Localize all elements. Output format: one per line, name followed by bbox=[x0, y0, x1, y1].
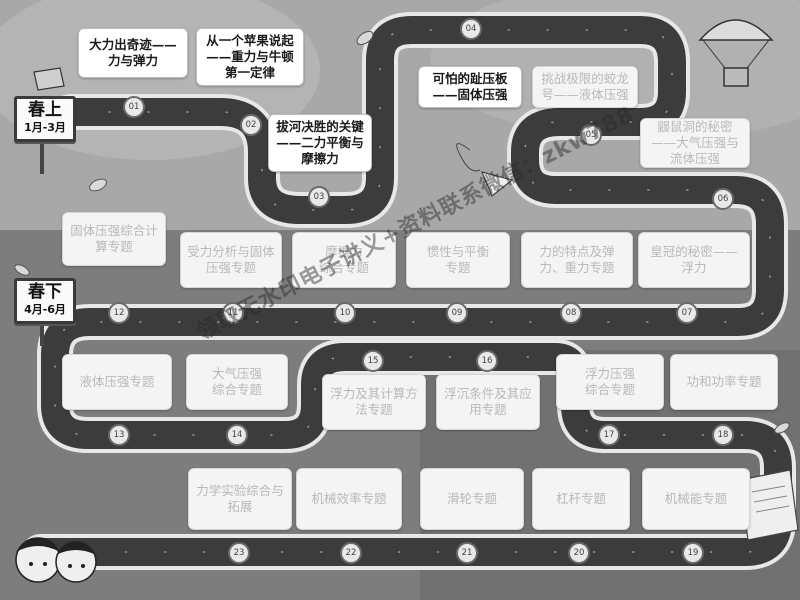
topic-card-08[interactable]: 力的特点及弹 力、重力专题 bbox=[521, 232, 633, 288]
topic-label: 杠杆专题 bbox=[555, 491, 606, 506]
topic-number-pin-03: 03 bbox=[308, 186, 330, 208]
topic-card-17[interactable]: 浮力压强 综合专题 bbox=[556, 354, 664, 410]
topic-card-16[interactable]: 浮沉条件及其应 用专题 bbox=[436, 374, 540, 430]
topic-card-21[interactable]: 滑轮专题 bbox=[420, 468, 524, 530]
leaf-icon bbox=[356, 30, 374, 46]
topic-label: 液体压强专题 bbox=[79, 374, 155, 389]
leaf-icon bbox=[14, 264, 30, 276]
topic-card-19[interactable]: 机械能专题 bbox=[642, 468, 750, 530]
topic-number-pin-07: 07 bbox=[676, 302, 698, 324]
topic-number-pin-13: 13 bbox=[108, 424, 130, 446]
season-range: 1月-3月 bbox=[24, 121, 66, 134]
parachute-icon bbox=[698, 19, 774, 87]
topic-label: 从一个苹果说起 ——重力与牛顿 第一定律 bbox=[206, 33, 294, 80]
topic-number-pin-04: 04 bbox=[460, 18, 482, 40]
topic-number-pin-02: 02 bbox=[240, 114, 262, 136]
topic-number-pin-20: 20 bbox=[568, 542, 590, 564]
topic-number-pin-05: 05 bbox=[580, 124, 602, 146]
topic-label: 摩擦力 综合专题 bbox=[318, 244, 369, 275]
leaf-icon bbox=[774, 422, 790, 434]
topic-number-pin-22: 22 bbox=[340, 542, 362, 564]
topic-card-13[interactable]: 液体压强专题 bbox=[62, 354, 172, 410]
topic-card-14[interactable]: 大气压强 综合专题 bbox=[186, 354, 288, 410]
topic-label: 皇冠的秘密—— 浮力 bbox=[650, 244, 738, 275]
topic-number-pin-08: 08 bbox=[560, 302, 582, 324]
topic-card-06[interactable]: 鼹鼠洞的秘密 ——大气压强与 流体压强 bbox=[640, 118, 750, 168]
topic-number-pin-06: 06 bbox=[712, 188, 734, 210]
topic-label: 可怕的趾压板 ——固体压强 bbox=[432, 71, 508, 102]
season-sign-spring-second: 春下 4月-6月 bbox=[14, 278, 76, 324]
topic-label: 挑战极限的蛟龙 号——液体压强 bbox=[541, 71, 629, 102]
topic-number-pin-18: 18 bbox=[712, 424, 734, 446]
leaf-icon bbox=[89, 178, 107, 192]
topic-number-pin-12: 12 bbox=[108, 302, 130, 324]
topic-card-20[interactable]: 杠杆专题 bbox=[532, 468, 630, 530]
topic-card-11[interactable]: 受力分析与固体 压强专题 bbox=[180, 232, 282, 288]
topic-number-pin-23: 23 bbox=[228, 542, 250, 564]
topic-number-pin-11: 11 bbox=[222, 302, 244, 324]
paper-plane-icon bbox=[456, 143, 514, 197]
topic-number-pin-17: 17 bbox=[598, 424, 620, 446]
topic-number-pin-01: 01 bbox=[123, 96, 145, 118]
topic-card-07[interactable]: 皇冠的秘密—— 浮力 bbox=[638, 232, 750, 288]
topic-label: 鼹鼠洞的秘密 ——大气压强与 流体压强 bbox=[651, 119, 739, 166]
topic-number-pin-15: 15 bbox=[362, 350, 384, 372]
topic-card-01[interactable]: 大力出奇迹—— 力与弹力 bbox=[78, 28, 188, 78]
topic-label: 浮沉条件及其应 用专题 bbox=[444, 386, 532, 417]
sign-pole bbox=[40, 138, 44, 174]
topic-label: 功和功率专题 bbox=[686, 374, 762, 389]
topic-label: 大力出奇迹—— 力与弹力 bbox=[89, 37, 177, 68]
topic-number-pin-10: 10 bbox=[334, 302, 356, 324]
sign-pole bbox=[40, 312, 44, 346]
topic-number-pin-14: 14 bbox=[226, 424, 248, 446]
topic-card-23[interactable]: 力学实验综合与 拓展 bbox=[188, 468, 292, 530]
topic-card-15[interactable]: 浮力及其计算方 法专题 bbox=[322, 374, 426, 430]
topic-label: 机械能专题 bbox=[664, 491, 728, 506]
topic-label: 机械效率专题 bbox=[311, 491, 387, 506]
season-title: 春上 bbox=[28, 100, 62, 120]
topic-card-09[interactable]: 惯性与平衡 专题 bbox=[406, 232, 510, 288]
topic-card-05[interactable]: 挑战极限的蛟龙 号——液体压强 bbox=[532, 66, 638, 108]
topic-card-03[interactable]: 拔河决胜的关键 ——二力平衡与 摩擦力 bbox=[268, 114, 372, 172]
topic-label: 惯性与平衡 专题 bbox=[426, 244, 490, 275]
topic-label: 拔河决胜的关键 ——二力平衡与 摩擦力 bbox=[276, 119, 364, 166]
topic-card-10[interactable]: 摩擦力 综合专题 bbox=[292, 232, 396, 288]
topic-label: 浮力及其计算方 法专题 bbox=[330, 386, 418, 417]
topic-label: 滑轮专题 bbox=[446, 491, 497, 506]
cartoon-characters-icon bbox=[15, 537, 97, 583]
season-title: 春下 bbox=[28, 282, 62, 302]
topic-label: 受力分析与固体 压强专题 bbox=[187, 244, 275, 275]
topic-card-12[interactable]: 固体压强综合计 算专题 bbox=[62, 212, 166, 266]
topic-card-22[interactable]: 机械效率专题 bbox=[296, 468, 402, 530]
topic-card-02[interactable]: 从一个苹果说起 ——重力与牛顿 第一定律 bbox=[196, 28, 304, 86]
topic-number-pin-09: 09 bbox=[446, 302, 468, 324]
topic-label: 固体压强综合计 算专题 bbox=[70, 223, 158, 254]
topic-label: 浮力压强 综合专题 bbox=[584, 366, 635, 397]
topic-number-pin-21: 21 bbox=[456, 542, 478, 564]
topic-number-pin-19: 19 bbox=[682, 542, 704, 564]
topic-card-18[interactable]: 功和功率专题 bbox=[670, 354, 778, 410]
topic-label: 力学实验综合与 拓展 bbox=[196, 483, 284, 514]
folder-icon bbox=[33, 67, 65, 91]
topic-card-04[interactable]: 可怕的趾压板 ——固体压强 bbox=[418, 66, 522, 108]
season-range: 4月-6月 bbox=[24, 303, 66, 316]
topic-label: 大气压强 综合专题 bbox=[211, 366, 262, 397]
topic-number-pin-16: 16 bbox=[476, 350, 498, 372]
topic-label: 力的特点及弹 力、重力专题 bbox=[539, 244, 615, 275]
season-sign-spring-first: 春上 1月-3月 bbox=[14, 96, 76, 142]
